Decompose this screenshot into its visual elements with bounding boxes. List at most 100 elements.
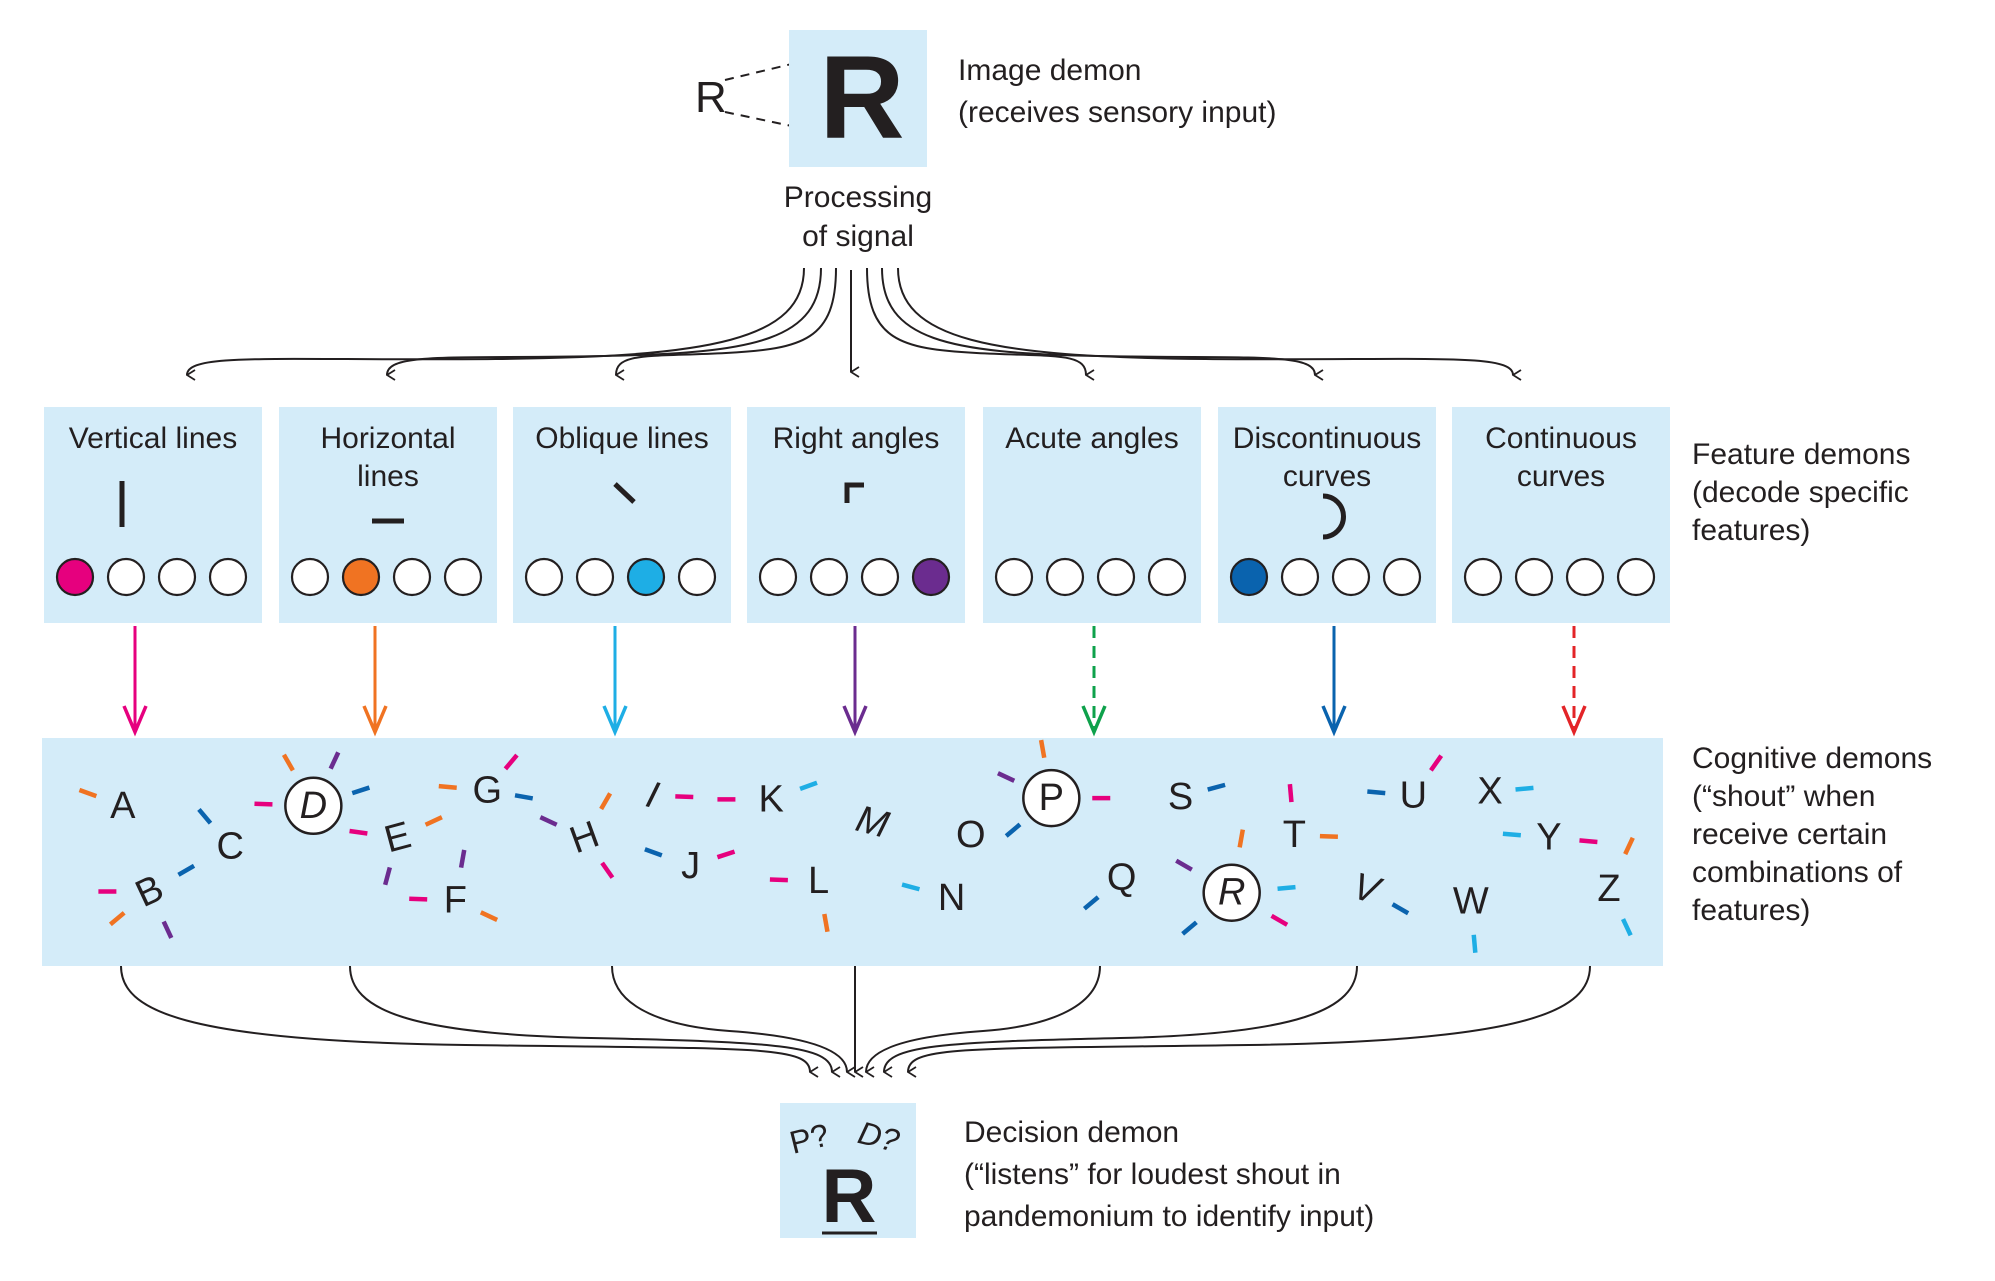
cognitive-demons-panel (42, 738, 1663, 966)
feature-demons-label-line: (decode specific (1692, 476, 1909, 509)
feature-title: Vertical lines (69, 422, 237, 455)
cognitive-letter: S (1168, 776, 1193, 818)
feature-spoke-orange (1319, 833, 1338, 839)
feature-dot (392, 557, 432, 597)
decision-answer-letter: R (822, 1154, 877, 1239)
cognitive-demons-label-line: receive certain (1692, 818, 1887, 851)
cognitive-letter: D (300, 785, 327, 827)
cognitive-letter: X (1477, 771, 1502, 813)
feature-dot (1096, 557, 1136, 597)
cognitive-letter: J (681, 845, 700, 887)
cognitive-demon-r: R (1175, 829, 1296, 936)
arrowhead-icon (1081, 705, 1107, 737)
feature-spoke-cyan (1277, 884, 1296, 891)
feature-spoke-magenta (1579, 838, 1598, 845)
decision-demon-label-line: (“listens” for loudest shout in (964, 1158, 1341, 1191)
arrowhead-icon (1561, 705, 1587, 737)
feature-dot (575, 557, 615, 597)
arrowhead-icon (602, 705, 628, 737)
feature-title: curves (1517, 460, 1605, 493)
feature-spoke-blue (177, 863, 196, 877)
shout-flow-arrow (866, 965, 1101, 1072)
feature-spoke-cyan (901, 882, 921, 892)
feature-spoke-blue (1391, 902, 1410, 916)
image-demon-label: Image demon (958, 54, 1141, 87)
cognitive-letter: F (444, 879, 467, 921)
feature-spoke-orange (479, 910, 499, 922)
feature-demon-box: Acute angles (983, 407, 1201, 623)
cognitive-letter: O (956, 814, 986, 856)
cognitive-letter: P (1039, 777, 1064, 819)
shout-flow-arrow (349, 965, 832, 1072)
feature-spoke-purple (328, 751, 341, 770)
feature-spoke-magenta (254, 801, 273, 807)
feature-title: curves (1283, 460, 1371, 493)
signal-flow-arrow (616, 267, 837, 375)
cognitive-demons-label-line: Cognitive demons (1692, 742, 1932, 775)
shout-flow-arrow (120, 965, 810, 1072)
feature-dot (1463, 557, 1503, 597)
feature-spoke-magenta (349, 828, 368, 836)
feature-spoke-magenta (716, 849, 736, 860)
image-demon: R R Image demon (receives sensory input)… (695, 30, 1276, 253)
feature-dot (1514, 557, 1554, 597)
feature-dot (677, 557, 717, 597)
feature-dot-active (341, 557, 381, 597)
feature-spoke-magenta (769, 877, 788, 883)
feature-spoke-blue (1082, 895, 1100, 911)
feature-spoke-magenta (1287, 783, 1294, 803)
feature-spoke-purple (539, 815, 558, 827)
arrowhead-icon (362, 705, 388, 737)
feature-spoke-cyan (1502, 831, 1522, 838)
cognitive-demon-f: F (409, 849, 499, 922)
feature-title: Discontinuous (1233, 422, 1421, 455)
image-demon-box (789, 30, 927, 167)
cognitive-demon-d: D (254, 751, 371, 836)
feature-spoke-magenta (675, 794, 694, 800)
feature-spoke-magenta (1429, 754, 1444, 772)
cognitive-letter: C (216, 826, 243, 868)
feature-spoke-purple (996, 771, 1016, 783)
feature-spoke-orange (281, 753, 295, 772)
cognitive-demon-s: S (1168, 776, 1226, 818)
feature-spoke-blue (1367, 789, 1386, 796)
feature-demon-box: Right angles (747, 407, 965, 623)
feature-dot-active (911, 557, 951, 597)
cognitive-letter: N (938, 877, 965, 919)
feature-title: lines (357, 460, 419, 493)
cognitive-demon-z: Z (1597, 836, 1635, 937)
cognitive-demon-a: A (78, 785, 136, 827)
shout-flow-arrow (884, 965, 1358, 1072)
feature-dot (208, 557, 248, 597)
feature-dot (758, 557, 798, 597)
feature-spoke-orange (1237, 829, 1246, 848)
cognitive-letter: U (1400, 775, 1427, 817)
oblique-line-icon (613, 482, 636, 504)
cognitive-letter: L (808, 860, 829, 902)
feature-spoke-orange (78, 787, 98, 799)
cognitive-letter: Z (1597, 868, 1620, 910)
cognitive-demons-label: Cognitive demons (“shout” when receive cer… (1692, 742, 1932, 927)
feature-spoke-purple (161, 920, 174, 939)
cognitive-demon-o: O (956, 814, 986, 856)
feature-spoke-magenta (503, 753, 519, 771)
feature-dot (1147, 557, 1187, 597)
cognitive-demons-label-line: features) (1692, 894, 1810, 927)
feature-spoke-cyan (1620, 918, 1633, 937)
feature-to-cognitive-arrows (122, 626, 1587, 737)
signal-flow-arrows (187, 267, 1513, 375)
feature-dot (443, 557, 483, 597)
signal-flow-arrow (897, 267, 1513, 375)
feature-spoke-purple (1175, 858, 1193, 872)
decision-demon: P? D? R Decision demon(“listens” for lou… (780, 1103, 1374, 1239)
feature-spoke-magenta (1270, 913, 1289, 927)
cognitive-letter: T (1283, 814, 1306, 856)
stimulus-letter: R (695, 73, 727, 122)
feature-spoke-blue (1004, 822, 1022, 838)
cognitive-demons-label-line: (“shout” when (1692, 780, 1875, 813)
cognitive-demon-p: P (996, 739, 1111, 838)
feature-dot (860, 557, 900, 597)
